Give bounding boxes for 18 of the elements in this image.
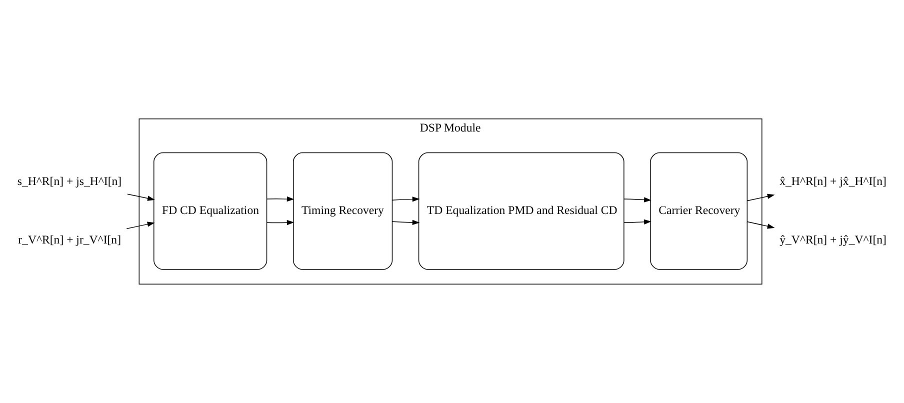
arrow [266,220,294,226]
arrow [392,196,420,202]
arrow [266,196,294,202]
arrow [126,222,155,230]
node-text: x̂_H^R[n] + jx̂_H^I[n] [780,174,886,188]
arrow [127,194,155,201]
node-text: r_V^R[n] + jr_V^I[n] [18,232,122,246]
arrow [392,220,420,226]
node-text: ŷ_V^R[n] + jŷ_V^I[n] [780,232,886,246]
node-box: Timing Recovery [292,152,393,270]
node-box: FD CD Equalization [154,152,268,270]
arrow [746,221,775,229]
node-box: TD Equalization PMD and Residual CD [418,152,624,270]
arrow [624,197,652,202]
arrow [624,219,652,224]
arrow [746,194,775,202]
node-text: s_H^R[n] + js_H^I[n] [17,174,122,188]
node-box: Carrier Recovery [650,152,748,270]
